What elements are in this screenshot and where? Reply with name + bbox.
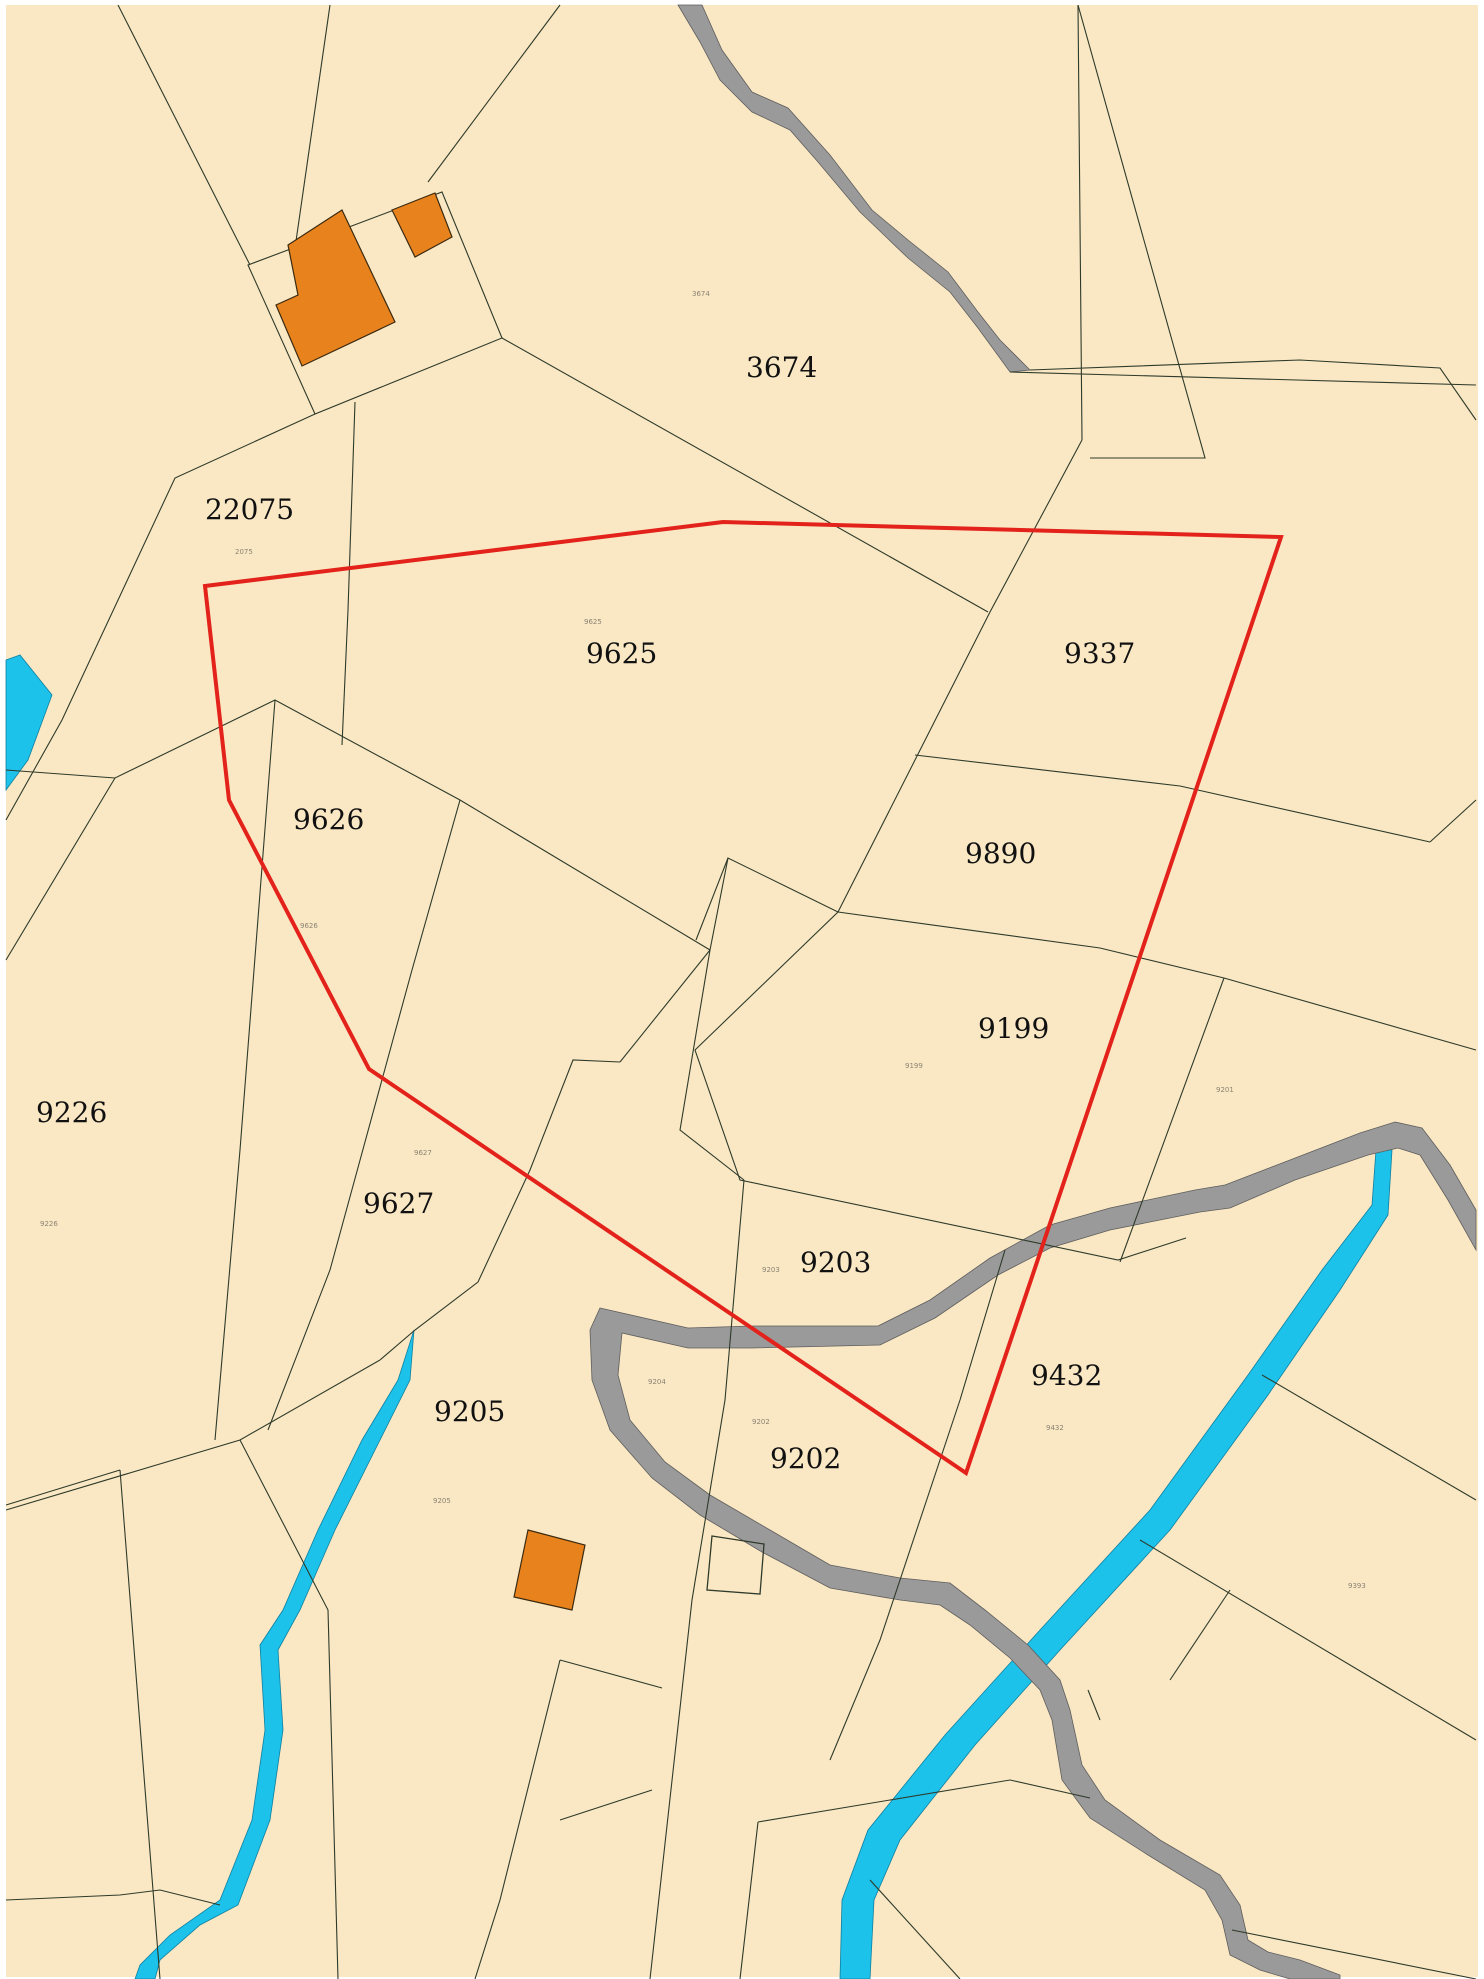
stream-south-east [839,1149,1393,1979]
faint-number: 2075 [235,548,253,556]
parcel-labels: 3674 22075 9625 9337 9626 9890 9199 9226… [36,351,1135,1475]
parcel-label-9226: 9226 [36,1096,107,1129]
parcel-label-3674: 3674 [746,351,817,384]
faint-number: 9432 [1046,1424,1064,1432]
faint-number: 9626 [300,922,318,930]
road-south-curve [589,1121,1477,1979]
parcel-label-9337: 9337 [1064,637,1135,670]
faint-number: 9199 [905,1062,923,1070]
parcel-label-9626: 9626 [293,803,364,836]
building-north-small [391,192,453,258]
faint-number: 9625 [584,618,602,626]
parcel-label-9627: 9627 [363,1187,434,1220]
buildings [275,192,765,1611]
parcel-boundaries [5,4,1477,1979]
faint-number: 9226 [40,1220,58,1228]
faint-number: 9202 [752,1418,770,1426]
faint-number: 9393 [1348,1582,1366,1590]
parcel-background [6,5,1478,1977]
faint-number: 9203 [762,1266,780,1274]
parcel-label-9202: 9202 [770,1442,841,1475]
building-north-main [275,209,396,367]
faint-number: 9204 [648,1378,666,1386]
faint-number: 9205 [433,1497,451,1505]
parcel-label-9432: 9432 [1031,1359,1102,1392]
stream-left-edge [5,654,53,792]
parcel-label-9199: 9199 [978,1012,1049,1045]
faint-number: 3674 [692,290,710,298]
parcel-label-9203: 9203 [800,1246,871,1279]
building-south [513,1529,586,1611]
parcel-label-9205: 9205 [434,1395,505,1428]
stream-south-west [134,1329,415,1979]
annex-outline [706,1535,765,1595]
parcel-label-9890: 9890 [965,837,1036,870]
parcel-label-22075: 22075 [205,493,294,526]
faint-parcel-numbers: 3674 2075 9625 9626 9627 9226 9199 9201 … [40,290,1366,1590]
faint-number: 9627 [414,1149,432,1157]
waterways [5,654,1393,1979]
parcel-label-9625: 9625 [586,637,657,670]
faint-number: 9201 [1216,1086,1234,1094]
survey-boundary[interactable] [202,519,1284,1477]
